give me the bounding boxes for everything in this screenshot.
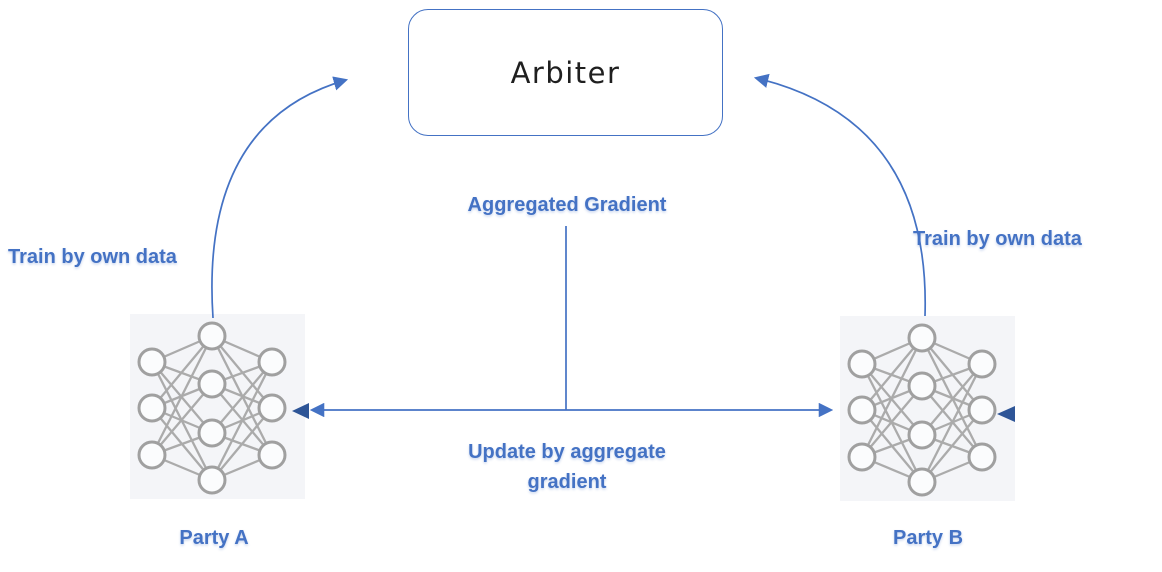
- update-by-aggregate-gradient-label: Update by aggregate gradient: [468, 441, 666, 493]
- arbiter-box: Arbiter: [408, 9, 723, 136]
- train-by-own-data-right-label: Train by own data: [913, 228, 1082, 250]
- neural-network-icon: [840, 316, 1015, 501]
- aggregated-gradient-label: Aggregated Gradient: [467, 194, 667, 216]
- arbiter-label: Arbiter: [510, 55, 621, 90]
- train-arrow-party-a-to-arbiter: [211, 76, 349, 319]
- train-by-own-data-left-label: Train by own data: [8, 246, 177, 268]
- neural-network-icon: [130, 314, 305, 499]
- party-a-label: Party A: [179, 527, 249, 549]
- train-arrow-party-b-to-arbiter: [753, 73, 926, 317]
- party-b-label: Party B: [892, 527, 964, 549]
